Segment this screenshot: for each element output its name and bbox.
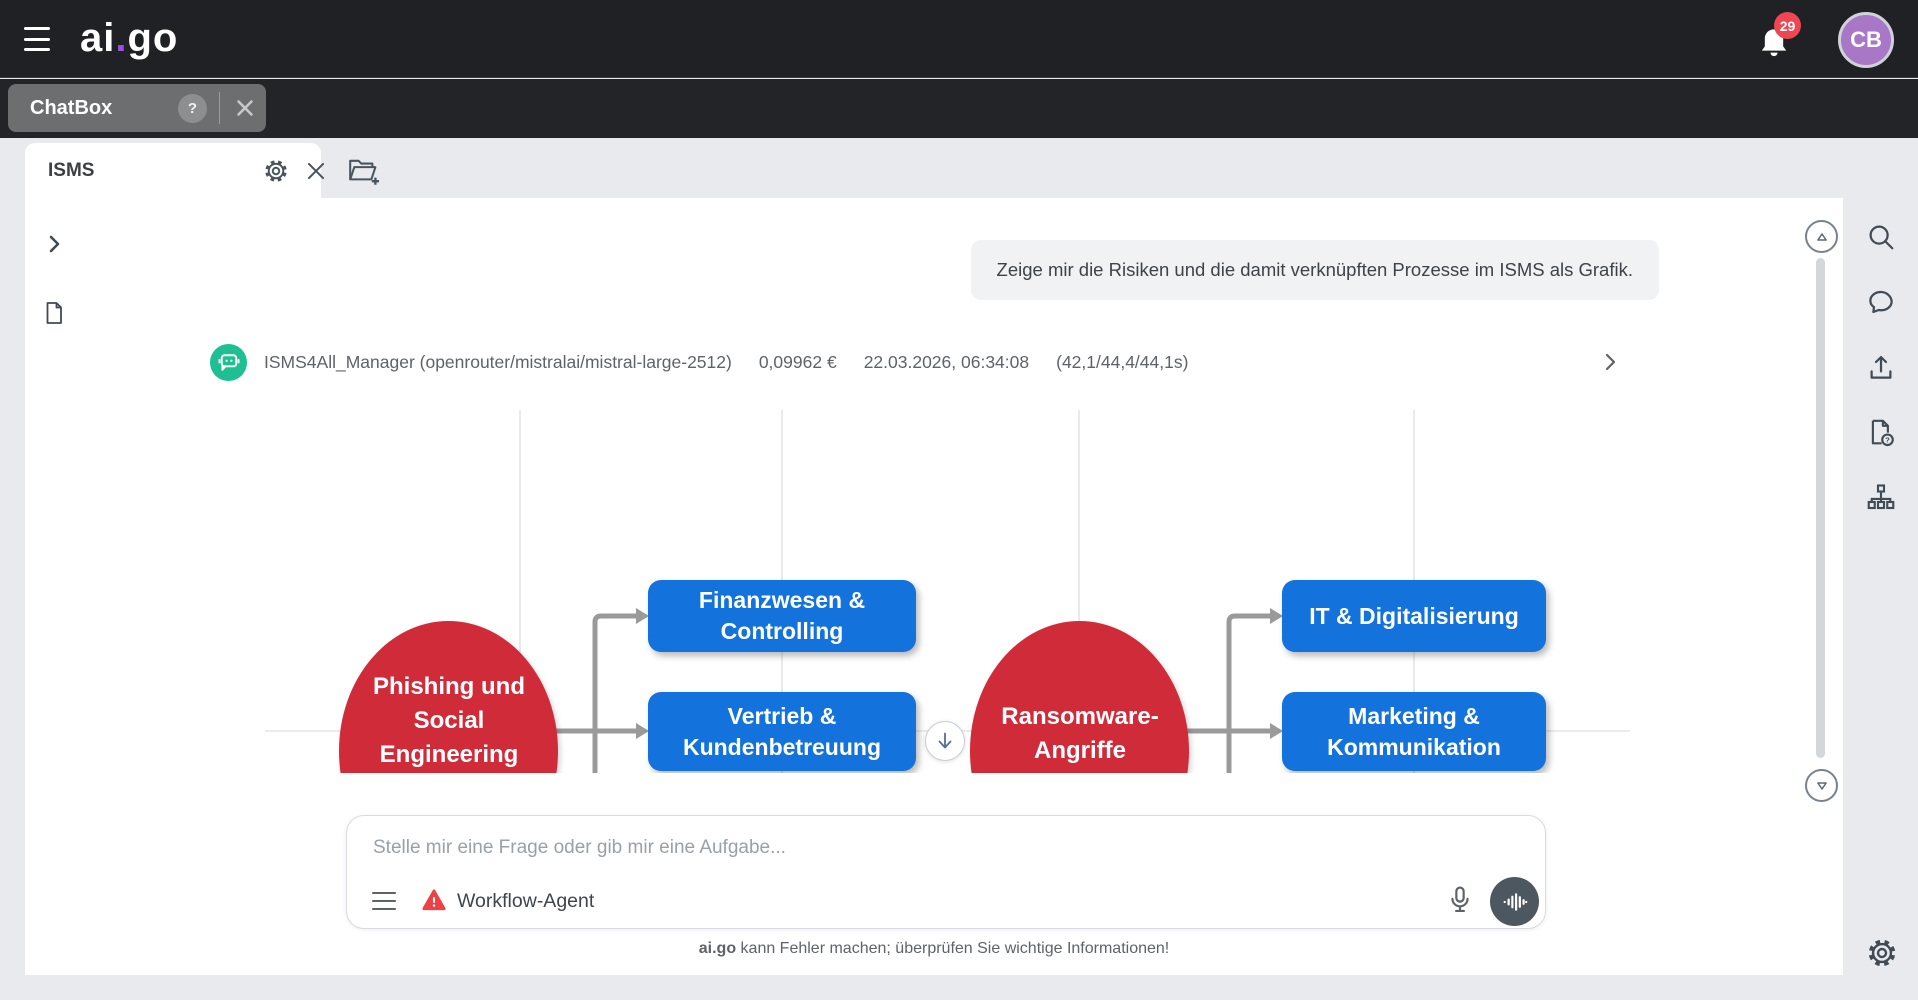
svg-text:?: ? (1885, 435, 1890, 444)
notifications-button[interactable]: 29 (1752, 12, 1806, 66)
disclaimer-text: ai.go kann Fehler machen; überprüfen Sie… (698, 940, 1170, 957)
panel-settings-icon[interactable] (263, 158, 289, 184)
workflow-agent-label[interactable]: Workflow-Agent (457, 890, 595, 912)
file-question-icon[interactable]: ? (1866, 417, 1896, 447)
document-icon[interactable] (42, 300, 66, 326)
message-input[interactable] (373, 832, 1473, 864)
top-bar: ai.go 29 CB (0, 0, 1918, 78)
agent-cost: 0,09962 € (758, 351, 837, 372)
chat-icon[interactable] (1866, 287, 1896, 317)
process-node: Finanzwesen & Controlling (648, 580, 916, 652)
user-message-bubble: Zeige mir die Risiken und die damit verk… (970, 240, 1659, 300)
scroll-up-button[interactable] (1805, 220, 1838, 253)
search-icon[interactable] (1866, 222, 1896, 252)
panel-close-icon[interactable] (303, 158, 329, 184)
risk-node-label: Ransomware-Angriffe (1001, 703, 1159, 764)
agent-name-model: ISMS4All_Manager (openrouter/mistralai/m… (264, 351, 732, 372)
waveform-icon (1501, 888, 1529, 916)
agent-timing: (42,1/44,4/44,1s) (1056, 351, 1189, 372)
tab-chatbox[interactable]: ChatBox ? (8, 84, 266, 132)
disclaimer-brand: ai.go (698, 940, 737, 957)
upload-icon[interactable] (1866, 352, 1896, 382)
scroll-to-bottom-button[interactable] (925, 721, 965, 761)
user-avatar[interactable]: CB (1838, 12, 1894, 68)
app-tab-row: ChatBox ? (0, 79, 1918, 138)
microphone-icon[interactable] (1445, 884, 1475, 918)
agent-message-header: ISMS4All_Manager (openrouter/mistralai/m… (210, 342, 1188, 382)
process-node: Marketing & Kommunikation (1282, 692, 1546, 771)
process-node: Vertrieb & Kundenbetreuung (648, 692, 916, 771)
message-composer: Workflow-Agent (346, 815, 1546, 929)
settings-gear-icon[interactable] (1866, 937, 1898, 969)
tab-chatbox-label: ChatBox (30, 96, 113, 119)
logo-dot: . (115, 16, 128, 60)
tab-divider (219, 92, 220, 124)
chat-scrollbar[interactable] (1816, 258, 1825, 758)
arrow-down-icon (933, 729, 957, 753)
agent-timestamp: 22.03.2026, 06:34:08 (863, 351, 1030, 372)
app-logo: ai.go (80, 16, 179, 60)
panel-tab-isms[interactable]: ISMS (25, 143, 325, 199)
chatbot-icon (216, 349, 242, 375)
risk-node-label: Phishing und Social Engineering (373, 673, 525, 768)
warning-icon (421, 887, 447, 913)
voice-mode-button[interactable] (1490, 877, 1539, 926)
composer-menu-icon[interactable] (371, 890, 397, 912)
scroll-down-button[interactable] (1805, 769, 1838, 802)
folder-plus-icon (346, 154, 382, 188)
agent-avatar (210, 343, 247, 381)
agent-expand-chevron-icon[interactable] (1598, 350, 1622, 374)
panel-title: ISMS (48, 160, 95, 181)
expand-chevron-icon[interactable] (42, 232, 66, 256)
new-session-tab[interactable] (322, 143, 442, 199)
notification-badge: 29 (1774, 12, 1801, 39)
menu-icon[interactable] (24, 27, 50, 51)
user-message-text: Zeige mir die Risiken und die damit verk… (996, 259, 1633, 280)
sitemap-icon[interactable] (1866, 482, 1896, 512)
tab-close-icon[interactable] (232, 95, 258, 121)
process-node: IT & Digitalisierung (1282, 580, 1546, 652)
risk-process-diagram: Phishing und Social Engineering Ransomwa… (265, 410, 1630, 773)
help-icon[interactable]: ? (178, 94, 207, 123)
